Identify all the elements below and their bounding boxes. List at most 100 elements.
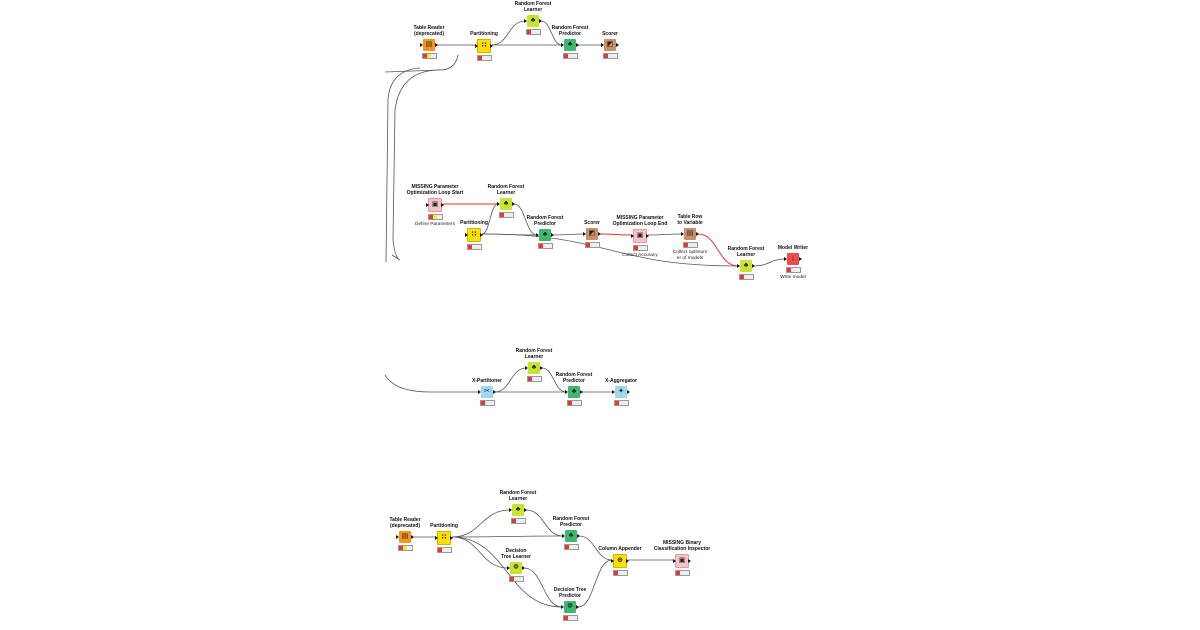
rf-learner-icon[interactable]: ♣ bbox=[524, 15, 542, 27]
node-rf-learner[interactable]: Random Forest Learner♣ bbox=[483, 490, 553, 524]
input-port[interactable] bbox=[396, 535, 399, 539]
table-reader-icon[interactable]: ▤ bbox=[396, 531, 414, 543]
input-port[interactable] bbox=[435, 536, 438, 540]
node-partitioning[interactable]: Partitioning∷ bbox=[439, 220, 509, 250]
node-partitioning[interactable]: Partitioning∷ bbox=[449, 31, 519, 61]
input-port[interactable] bbox=[497, 202, 500, 206]
rf-predictor-icon[interactable]: ♣ bbox=[562, 530, 580, 542]
output-port[interactable] bbox=[577, 534, 580, 538]
output-port[interactable] bbox=[490, 44, 493, 48]
connection-w2_loopend-w2_t2v[interactable] bbox=[647, 233, 683, 236]
rf-learner-icon[interactable]: ♣ bbox=[737, 260, 755, 272]
output-port[interactable] bbox=[580, 390, 583, 394]
output-port[interactable] bbox=[616, 43, 619, 47]
connection-w2_rfl2-w2_writer[interactable] bbox=[753, 258, 786, 267]
partitioning-icon[interactable]: ∷ bbox=[475, 39, 493, 53]
node-table-reader[interactable]: Table Reader (deprecated)▤ bbox=[394, 25, 464, 59]
output-port[interactable] bbox=[512, 202, 515, 206]
table-row-to-variable-icon[interactable]: ▤ bbox=[681, 228, 699, 240]
node-rf-predictor[interactable]: Random Forest Predictor♣ bbox=[536, 516, 606, 550]
connection-w2_t2v-w2_rfl2[interactable] bbox=[697, 233, 739, 267]
node-rf-learner[interactable]: Random Forest Learner♣ bbox=[471, 184, 541, 218]
node-x-partitioner[interactable]: X-Partitioner✂ bbox=[452, 378, 522, 406]
table-reader-icon[interactable]: ▤ bbox=[420, 39, 438, 51]
rf-predictor-icon[interactable]: ♣ bbox=[565, 386, 583, 398]
connection-w1_part-w1_rfl[interactable] bbox=[491, 20, 526, 46]
output-port[interactable] bbox=[688, 559, 691, 563]
connection-w4_part-w4_rfl[interactable] bbox=[451, 509, 511, 538]
input-port[interactable] bbox=[561, 605, 564, 609]
node-model-writer[interactable]: Model Writer↓Write model bbox=[758, 245, 828, 280]
node-dt-learner[interactable]: Decision Tree Learner❁ bbox=[481, 548, 551, 582]
x-partitioner-icon[interactable]: ✂ bbox=[478, 386, 496, 398]
output-port[interactable] bbox=[799, 257, 802, 261]
input-port[interactable] bbox=[475, 44, 478, 48]
output-port[interactable] bbox=[576, 43, 579, 47]
output-port[interactable] bbox=[696, 232, 699, 236]
node-rf-learner[interactable]: Random Forest Learner♣ bbox=[498, 1, 568, 35]
input-port[interactable] bbox=[478, 390, 481, 394]
partitioning-icon[interactable]: ∷ bbox=[465, 228, 483, 242]
output-port[interactable] bbox=[626, 559, 629, 563]
rf-predictor-icon[interactable]: ♣ bbox=[536, 229, 554, 241]
output-port[interactable] bbox=[576, 605, 579, 609]
input-port[interactable] bbox=[426, 203, 429, 207]
input-port[interactable] bbox=[673, 559, 676, 563]
input-port[interactable] bbox=[601, 43, 604, 47]
connection-w4_part-w4_rfp[interactable] bbox=[451, 535, 564, 538]
node-scorer[interactable]: Scorer◩ bbox=[557, 220, 627, 248]
connection-w2_part-w2_rfl[interactable] bbox=[481, 203, 499, 235]
output-port[interactable] bbox=[493, 390, 496, 394]
node-rf-predictor[interactable]: Random Forest Predictor♣ bbox=[539, 372, 609, 406]
connection-w4_dtp-w4_append[interactable] bbox=[577, 559, 613, 608]
missing-icon[interactable]: ▣ bbox=[426, 198, 444, 212]
connection-w4_dtl-w4_dtp[interactable] bbox=[523, 567, 563, 608]
model-writer-icon[interactable]: ↓ bbox=[784, 253, 802, 265]
input-port[interactable] bbox=[524, 19, 527, 23]
input-port[interactable] bbox=[737, 264, 740, 268]
output-port[interactable] bbox=[411, 535, 414, 539]
output-port[interactable] bbox=[539, 19, 542, 23]
input-port[interactable] bbox=[561, 43, 564, 47]
connection-w4_rfl-w4_rfp[interactable] bbox=[525, 509, 564, 537]
output-port[interactable] bbox=[522, 566, 525, 570]
connection-w2_rfl-w2_rfp[interactable] bbox=[513, 203, 538, 236]
node-rf-learner[interactable]: Random Forest Learner♣ bbox=[711, 246, 781, 280]
output-port[interactable] bbox=[627, 390, 630, 394]
node-scorer[interactable]: Scorer◩ bbox=[575, 31, 645, 59]
output-port[interactable] bbox=[551, 233, 554, 237]
node-table-row-to-variable[interactable]: Table Row to Variable▤Collect optimum er… bbox=[655, 214, 725, 261]
column-appender-icon[interactable]: ⊕ bbox=[611, 554, 629, 568]
node-rf-predictor[interactable]: Random Forest Predictor♣ bbox=[510, 215, 580, 249]
dt-learner-icon[interactable]: ❁ bbox=[507, 562, 525, 574]
node-table-reader[interactable]: Table Reader (deprecated)▤ bbox=[370, 517, 440, 551]
input-port[interactable] bbox=[612, 390, 615, 394]
node-missing[interactable]: MISSING Parameter Optimization Loop End▣… bbox=[605, 215, 675, 258]
output-port[interactable] bbox=[435, 43, 438, 47]
scorer-icon[interactable]: ◩ bbox=[601, 39, 619, 51]
node-x-aggregator[interactable]: X-Aggregator✦ bbox=[586, 378, 656, 406]
output-port[interactable] bbox=[524, 508, 527, 512]
input-port[interactable] bbox=[465, 233, 468, 237]
input-port[interactable] bbox=[525, 366, 528, 370]
node-missing[interactable]: MISSING Binary Classification Inspector▣ bbox=[647, 540, 717, 576]
output-port[interactable] bbox=[646, 234, 649, 238]
rf-learner-icon[interactable]: ♣ bbox=[525, 362, 543, 374]
connection-w2_part-w2_rfl2[interactable] bbox=[481, 233, 739, 267]
input-port[interactable] bbox=[565, 390, 568, 394]
missing-icon[interactable]: ▣ bbox=[673, 554, 691, 568]
connection-w3_rfl-w3_rfp[interactable] bbox=[541, 367, 567, 393]
node-missing[interactable]: MISSING Parameter Optimization Loop Star… bbox=[400, 184, 470, 227]
dt-predictor-icon[interactable]: ❁ bbox=[561, 601, 579, 613]
input-port[interactable] bbox=[583, 232, 586, 236]
node-dt-predictor[interactable]: Decision Tree Predictor❁ bbox=[535, 587, 605, 621]
connection-w1_rfl-w1_rfp[interactable] bbox=[540, 20, 563, 46]
missing-icon[interactable]: ▣ bbox=[631, 229, 649, 243]
input-port[interactable] bbox=[562, 534, 565, 538]
output-port[interactable] bbox=[450, 536, 453, 540]
partitioning-icon[interactable]: ∷ bbox=[435, 531, 453, 545]
output-port[interactable] bbox=[598, 232, 601, 236]
connection-w2_rfp-w2_scorer[interactable] bbox=[552, 233, 585, 236]
input-port[interactable] bbox=[420, 43, 423, 47]
